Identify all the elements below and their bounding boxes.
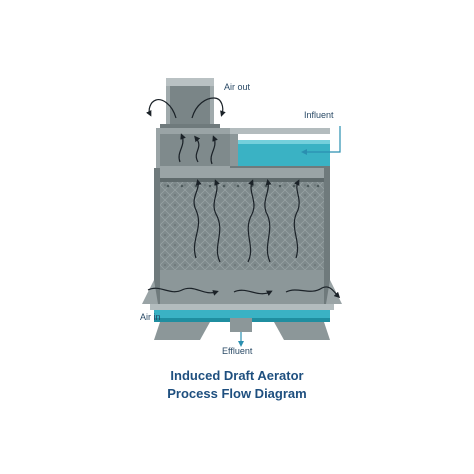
influent-arrow	[301, 126, 341, 155]
tower-housing	[154, 168, 330, 304]
influent-label: Influent	[304, 110, 334, 120]
effluent-label: Effluent	[222, 346, 253, 356]
influent-distribution-trough	[230, 128, 330, 172]
air-in-label: Air in	[140, 312, 161, 322]
top-hood	[156, 128, 236, 168]
packing-media	[160, 182, 324, 270]
collection-sump	[150, 304, 334, 340]
diagram-caption-line2: Process Flow Diagram	[167, 386, 307, 401]
airflow-arrows	[145, 97, 341, 299]
air-outlet-stack	[160, 78, 220, 130]
diagram-caption-line1: Induced Draft Aerator	[170, 368, 304, 383]
air-out-label: Air out	[224, 82, 251, 92]
